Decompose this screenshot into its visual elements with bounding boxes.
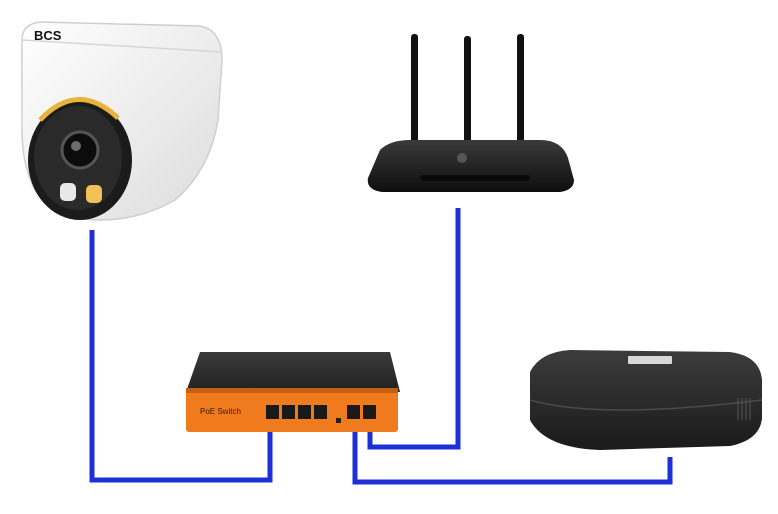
cable-router-to-switch	[367, 208, 461, 450]
camera-lens	[60, 130, 100, 170]
dome-camera: BCS	[21, 21, 223, 221]
switch-uplink-ports	[347, 405, 376, 419]
wireless-router	[367, 34, 574, 192]
camera-brand-logo: BCS	[34, 28, 62, 43]
switch-port-2	[282, 405, 295, 419]
switch-uplink-port-2	[363, 405, 376, 419]
router-antenna-right	[517, 34, 524, 154]
router-antenna-center	[464, 36, 471, 154]
switch-port-3	[298, 405, 311, 419]
cable-camera-to-switch	[89, 230, 273, 483]
router-antenna-left	[411, 34, 418, 154]
switch-poe-ports	[266, 405, 327, 419]
cables	[89, 208, 673, 485]
cable-recorder-to-switch	[352, 420, 673, 485]
switch-port-4	[314, 405, 327, 419]
switch-uplink-port-1	[347, 405, 360, 419]
poe-switch: PoE Switch	[186, 352, 400, 432]
recorder-logo	[628, 356, 672, 364]
switch-port-1	[266, 405, 279, 419]
switch-label: PoE Switch	[200, 407, 241, 416]
network-video-recorder	[529, 350, 763, 450]
router-logo-icon	[457, 153, 467, 163]
